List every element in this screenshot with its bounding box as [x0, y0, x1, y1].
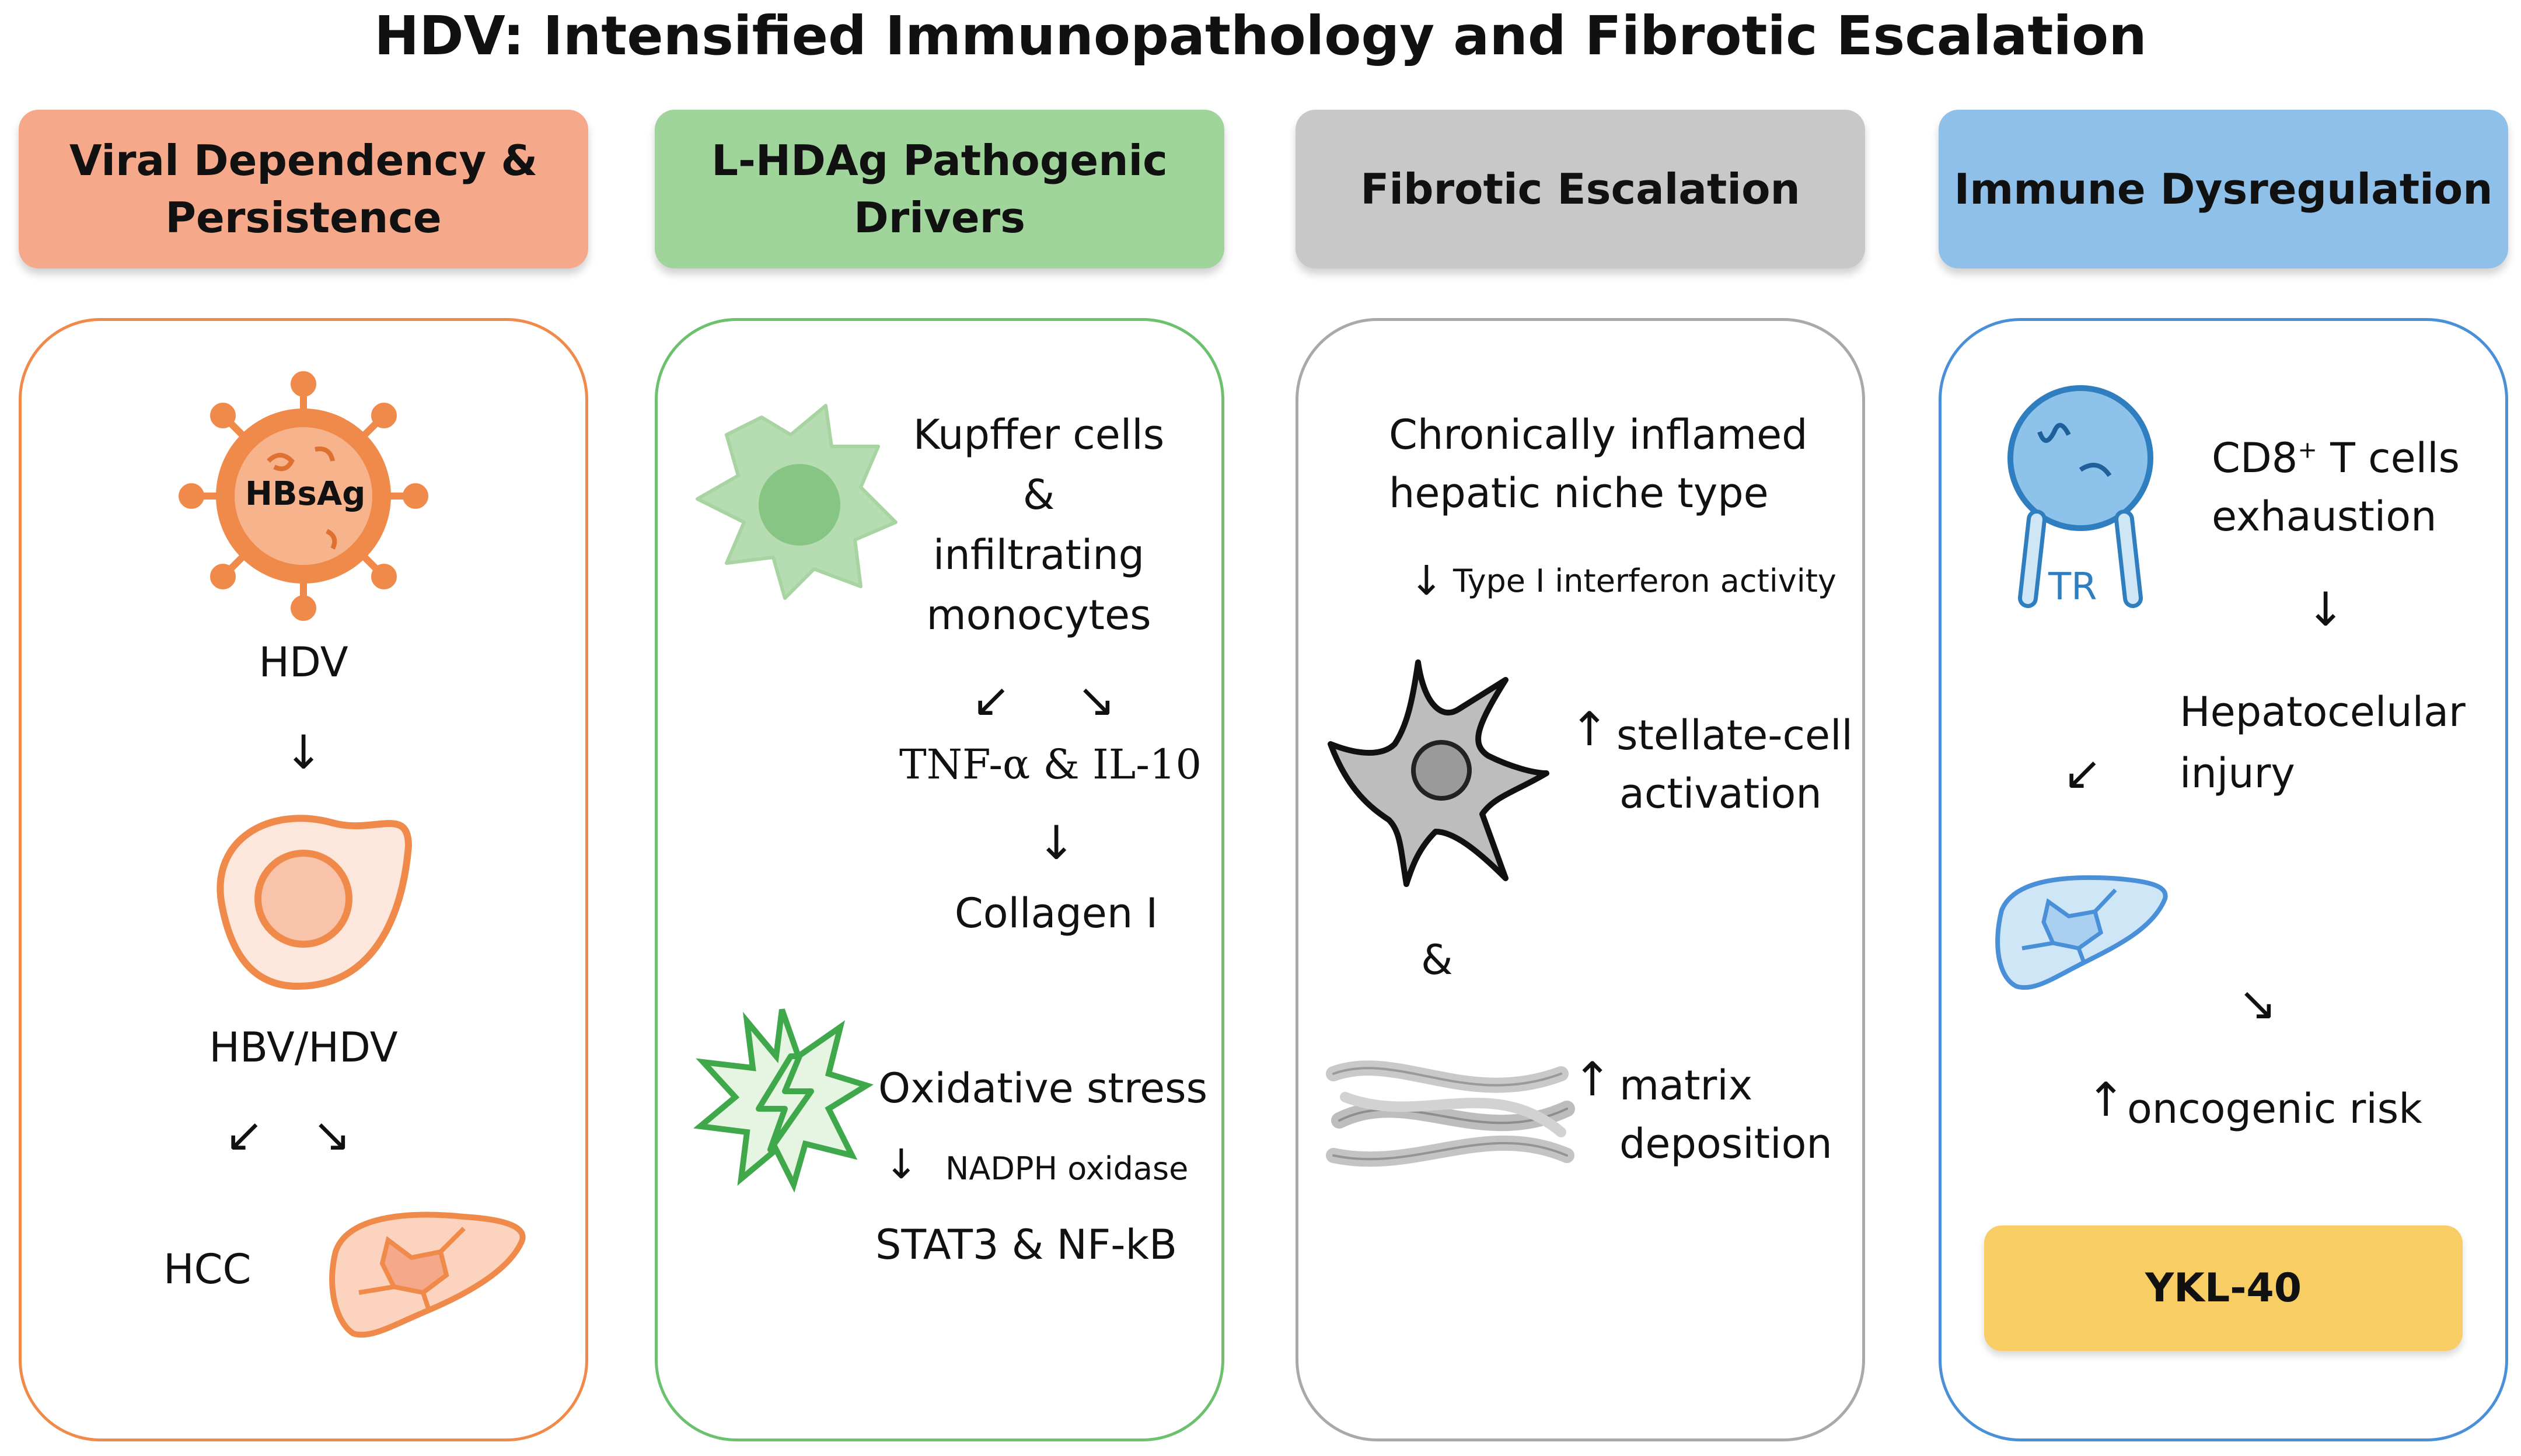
arrow-down-left: ↙	[225, 1108, 264, 1162]
header-immune: Immune Dysregulation	[1939, 110, 2508, 268]
tcell-label: TR	[2048, 565, 2097, 609]
niche-line: hepatic niche type	[1389, 469, 1769, 517]
stat3-label: STAT3 & NF-kB	[875, 1221, 1178, 1269]
header-line: Viral Dependency &	[69, 136, 538, 185]
cd8-line: exhaustion	[2212, 493, 2437, 540]
panel-fibrotic	[1296, 318, 1865, 1441]
matrix-line: matrix	[1619, 1062, 1753, 1109]
niche-line: Chronically inflamed	[1389, 411, 1808, 459]
arrow-down-left: ↙	[2063, 746, 2103, 800]
arrow-down-left: ↙	[972, 673, 1011, 727]
oncogenic-label: oncogenic risk	[2127, 1085, 2422, 1133]
tnf-label: TNF-α & IL-10	[899, 741, 1202, 788]
kupffer-line: infiltrating	[933, 531, 1145, 579]
kupffer-line: &	[1022, 471, 1055, 519]
collagen-label: Collagen I	[954, 889, 1158, 937]
virus-icon	[179, 371, 428, 621]
injury-line: Hepatocelular	[2180, 688, 2466, 736]
matrix-line: deposition	[1619, 1120, 1832, 1168]
hcc-label: HCC	[163, 1245, 252, 1293]
arrow-down: ↓	[1036, 816, 1076, 870]
fibers-icon	[1326, 1060, 1575, 1167]
stellate-line: activation	[1619, 770, 1822, 818]
arrow-down: ↓	[884, 1140, 919, 1188]
diagram-title: HDV: Intensified Immunopathology and Fib…	[374, 5, 2147, 67]
header-line: Drivers	[853, 193, 1026, 242]
cd8-text: CD8	[2212, 434, 2298, 482]
arrow-up: ↑	[1573, 1052, 1612, 1106]
header-line: Immune Dysregulation	[1954, 165, 2493, 214]
header-viral-dependency: Viral Dependency & Persistence	[19, 110, 588, 268]
t-cell-icon	[2007, 385, 2153, 608]
kupffer-line: monocytes	[926, 591, 1151, 639]
cd8-line: CD8+ T cells	[2212, 435, 2460, 482]
arrow-down: ↓	[2306, 582, 2345, 637]
arrow-down: ↓	[1409, 557, 1444, 605]
header-line: Fibrotic Escalation	[1360, 165, 1800, 214]
cd8-superscript: +	[2297, 437, 2317, 464]
hbv-hdv-label: HBV/HDV	[209, 1024, 398, 1071]
header-line: Persistence	[165, 193, 442, 242]
ifn-label: Type I interferon activity	[1453, 563, 1836, 599]
liver-icon	[329, 1211, 526, 1338]
macrophage-icon	[696, 404, 898, 600]
kupffer-line: Kupffer cells	[913, 411, 1165, 459]
hepatocyte-icon	[217, 815, 413, 990]
liver-icon	[1995, 875, 2168, 990]
arrow-up: ↑	[1570, 702, 1609, 756]
arrow-down-right: ↘	[312, 1108, 352, 1162]
ampersand: &	[1421, 936, 1453, 984]
oxidative-label: Oxidative stress	[878, 1064, 1208, 1112]
arrow-up: ↑	[2086, 1073, 2126, 1127]
arrow-down-right: ↘	[2238, 976, 2278, 1031]
oxidative-burst-icon	[693, 1008, 874, 1193]
header-line: L-HDAg Pathogenic	[711, 136, 1168, 185]
header-fibrotic: Fibrotic Escalation	[1296, 110, 1865, 268]
stellate-cell-icon	[1328, 659, 1549, 887]
virus-label: HBsAg	[245, 475, 366, 513]
header-lhdag: L-HDAg Pathogenic Drivers	[655, 110, 1224, 268]
stellate-line: stellate-cell	[1616, 711, 1853, 759]
arrow-down: ↓	[284, 725, 323, 780]
hdv-label: HDV	[259, 638, 348, 686]
arrow-down-right: ↘	[1077, 673, 1116, 727]
nadph-label: NADPH oxidase	[945, 1150, 1189, 1187]
ykl40-badge: YKL-40	[1984, 1225, 2463, 1351]
cd8-text: T cells	[2317, 434, 2460, 482]
injury-line: injury	[2180, 749, 2295, 797]
